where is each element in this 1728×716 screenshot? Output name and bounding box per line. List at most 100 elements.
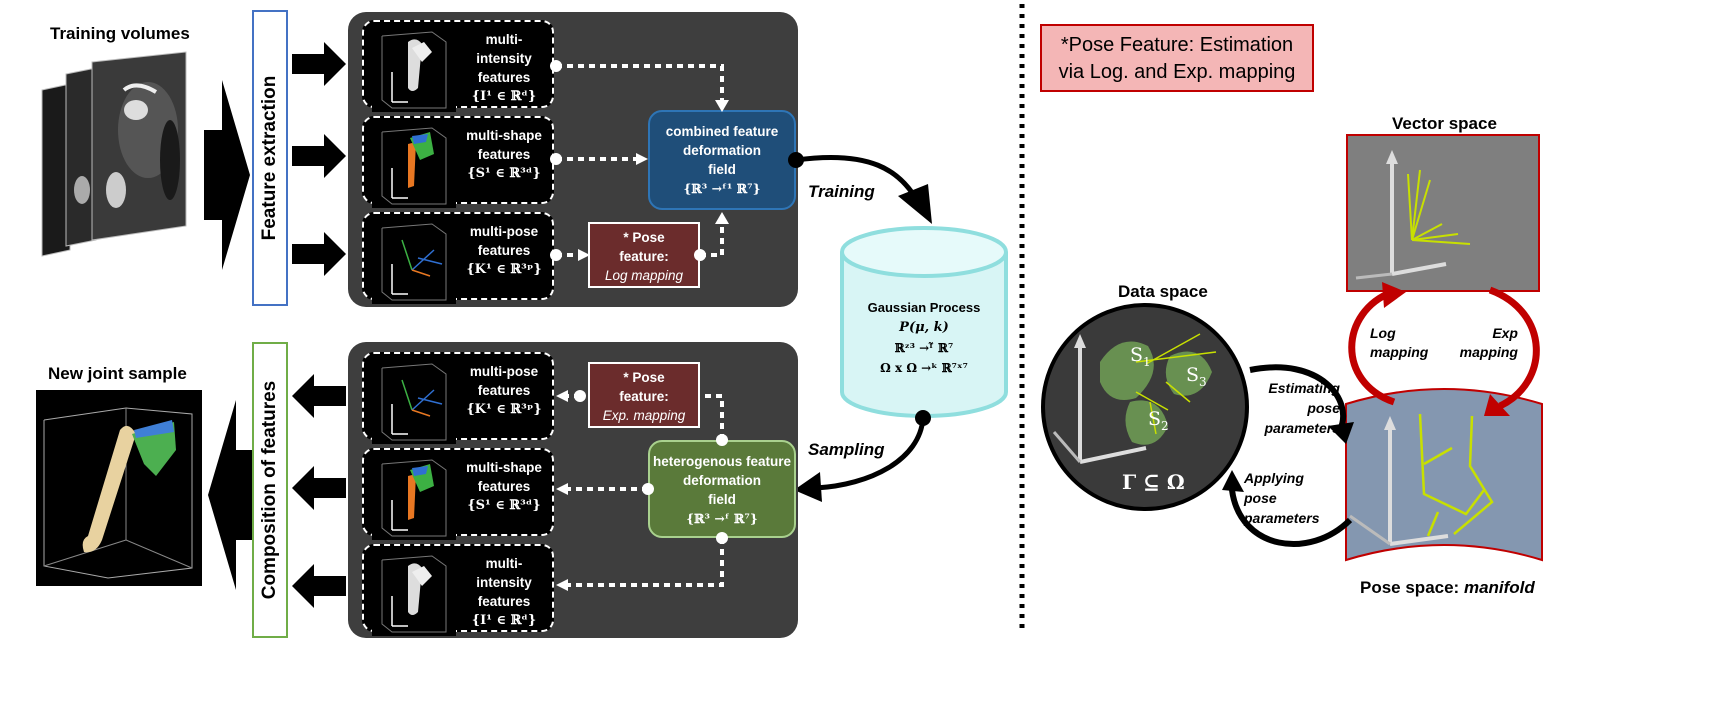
top-pose-text: multi-pose features {K¹ ∈ ℝ³ᵖ} (460, 222, 548, 279)
sampling-label: Sampling (808, 440, 885, 459)
gp-line1: P(μ, k) (899, 320, 949, 335)
data-space-label: Data space (1118, 282, 1208, 301)
log-exp-arrows (1348, 282, 1540, 416)
training-label: Training (808, 182, 875, 201)
data-space-circle (1041, 303, 1249, 511)
shape-thumbnail-bottom (372, 456, 456, 540)
s2-label: S2 (1148, 408, 1169, 433)
composition-label: Composition of features (259, 380, 280, 600)
top-shape-text: multi-shape features {S¹ ∈ ℝ³ᵈ} (460, 126, 548, 183)
top-shape-box: multi-shape features {S¹ ∈ ℝ³ᵈ} (362, 116, 554, 208)
note-line1: *Pose Feature: Estimation (1060, 34, 1294, 56)
estimating-line1: Estimating (1268, 380, 1340, 396)
bottom-panel-connectors (556, 390, 728, 591)
gp-line3: Ω x Ω →ᵏ ℝ⁷ˣ⁷ (880, 361, 968, 375)
intensity-thumbnail (372, 28, 456, 112)
bottom-pose-box: multi-pose features {K¹ ∈ ℝ³ᵖ} (362, 352, 554, 444)
pose-log-box: * Pose feature: Log mapping (588, 222, 700, 288)
combined-math: {ℝ³ →ᶠ¹ ℝ⁷} (683, 181, 761, 196)
applying-line1: Applying (1244, 470, 1304, 486)
top-shape-line2: features (477, 147, 531, 162)
s2-text: S (1148, 408, 1162, 430)
log-mapping-label: Log mapping (1370, 324, 1428, 362)
new-joint-sample-image (36, 390, 202, 586)
bottom-shape-math: {S¹ ∈ ℝ³ᵈ} (467, 498, 541, 513)
pose-exp-line2: feature: (619, 389, 669, 404)
dotted-divider (1019, 4, 1025, 632)
bottom-pose-line1: multi-pose (469, 364, 539, 379)
pose-thumbnail-bottom (372, 360, 456, 444)
exp-mapping-label: Exp mapping (1452, 324, 1518, 362)
applying-line3: parameters (1244, 510, 1320, 526)
gp-arrows (788, 152, 932, 502)
gaussian-process-cylinder (840, 226, 1008, 418)
shape-thumbnail (372, 124, 456, 208)
vector-space-image (1346, 134, 1540, 292)
top-shape-line1: multi-shape (466, 128, 542, 143)
gp-title: Gaussian Process (867, 300, 981, 315)
pose-log-line1: * Pose (623, 230, 665, 245)
pose-thumbnail (372, 220, 456, 304)
estimating-line3: parameters (1264, 420, 1341, 436)
bottom-intensity-math: {I¹ ∈ ℝᵈ} (471, 613, 537, 628)
feature-extraction-box (252, 10, 288, 306)
combined-line2: deformation (682, 143, 761, 158)
bottom-pose-text: multi-pose features {K¹ ∈ ℝ³ᵖ} (460, 362, 548, 419)
pose-log-line3: Log mapping (604, 268, 684, 283)
pose-exp-line1: * Pose (623, 370, 665, 385)
bottom-shape-box: multi-shape features {S¹ ∈ ℝ³ᵈ} (362, 448, 554, 540)
log-line1: Log (1370, 325, 1396, 341)
top-intensity-line1: multi-intensity (476, 32, 532, 66)
training-volumes-label: Training volumes (50, 24, 190, 43)
big-arrow-right (204, 80, 250, 270)
exp-line1: Exp (1492, 325, 1518, 341)
intensity-thumbnail-bottom (372, 552, 456, 636)
pose-space-prefix: Pose space: (1360, 578, 1464, 597)
top-shape-math: {S¹ ∈ ℝ³ᵈ} (467, 166, 541, 181)
arrows-to-top-panel (292, 42, 346, 276)
pose-space-italic: manifold (1463, 578, 1535, 597)
estimating-line2: pose (1307, 400, 1340, 416)
pose-exp-box: * Pose feature: Exp. mapping (588, 362, 700, 428)
top-panel-connectors (550, 60, 729, 261)
data-space-formula: Γ ⊆ Ω (1122, 470, 1185, 494)
s3-sub: 3 (1199, 374, 1207, 389)
new-joint-sample-label: New joint sample (48, 364, 187, 383)
hetero-line3: field (708, 492, 736, 507)
s3-text: S (1186, 364, 1200, 386)
composition-box (252, 342, 288, 638)
bottom-intensity-text: multi-intensity features {I¹ ∈ ℝᵈ} (460, 554, 548, 630)
big-arrow-left (208, 400, 254, 590)
vector-space-label: Vector space (1392, 114, 1497, 133)
top-pose-line1: multi-pose (469, 224, 539, 239)
pose-space-manifold (1345, 388, 1543, 562)
s3-label: S3 (1186, 364, 1207, 389)
log-line2: mapping (1370, 344, 1429, 360)
bottom-pose-math: {K¹ ∈ ℝ³ᵖ} (466, 402, 542, 417)
hetero-line1: heterogenous feature (652, 454, 792, 469)
estimating-label: Estimating pose parameters (1252, 378, 1341, 438)
bottom-intensity-line2: features (477, 594, 531, 609)
bottom-intensity-line1: multi-intensity (476, 556, 532, 590)
note-line2: via Log. and Exp. mapping (1058, 61, 1296, 83)
applying-label: Applying pose parameters (1244, 468, 1332, 528)
pose-space-label: Pose space: manifold (1360, 578, 1535, 598)
pose-log-line2: feature: (619, 249, 669, 264)
pose-feature-note: *Pose Feature: Estimation via Log. and E… (1040, 24, 1314, 92)
s2-sub: 2 (1161, 418, 1169, 433)
pose-exp-line3: Exp. mapping (602, 408, 686, 423)
gaussian-process-text: Gaussian Process P(μ, k) ℝᶻ³ →ᶠ̃ ℝ⁷ Ω x … (846, 298, 1002, 378)
s1-text: S (1130, 344, 1144, 366)
hetero-math: {ℝ³ →ᶠ ℝ⁷} (686, 511, 758, 526)
bottom-shape-line2: features (477, 479, 531, 494)
top-pose-box: multi-pose features {K¹ ∈ ℝ³ᵖ} (362, 212, 554, 304)
bottom-shape-text: multi-shape features {S¹ ∈ ℝ³ᵈ} (460, 458, 548, 515)
top-intensity-line2: features (477, 70, 531, 85)
hetero-line2: deformation (682, 473, 761, 488)
feature-extraction-label: Feature extraction (259, 75, 280, 241)
bottom-pose-line2: features (477, 383, 531, 398)
bottom-shape-line1: multi-shape (466, 460, 542, 475)
arrows-from-bottom-panel (292, 374, 346, 608)
top-pose-math: {K¹ ∈ ℝ³ᵖ} (466, 262, 542, 277)
bottom-intensity-box: multi-intensity features {I¹ ∈ ℝᵈ} (362, 544, 554, 636)
